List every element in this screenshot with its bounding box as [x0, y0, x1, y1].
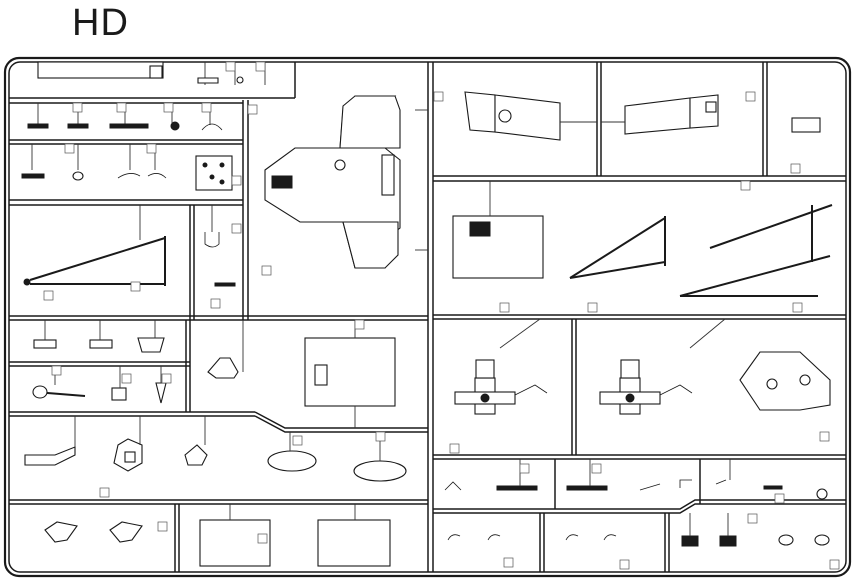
strut-parts-left	[23, 205, 242, 309]
sprue-outer-frame	[3, 56, 852, 578]
small-parts-row-1	[27, 102, 223, 131]
top-strip-parts	[37, 61, 266, 85]
lower-left-parts	[24, 416, 407, 498]
sprue-letter-label: HD	[72, 2, 129, 44]
rotor-head-assemblies	[449, 318, 831, 454]
bottom-left-parts	[44, 504, 391, 567]
bottom-right-parts	[447, 513, 840, 570]
lower-right-small-parts	[444, 459, 828, 504]
left-mid-parts	[32, 320, 172, 404]
right-upper-parts	[452, 180, 833, 313]
small-parts-row-2	[21, 143, 242, 191]
fuselage-floor-panel	[247, 95, 428, 276]
right-top-panels	[433, 91, 821, 174]
landing-gear-parts	[207, 319, 396, 428]
runner-grid	[9, 62, 846, 572]
